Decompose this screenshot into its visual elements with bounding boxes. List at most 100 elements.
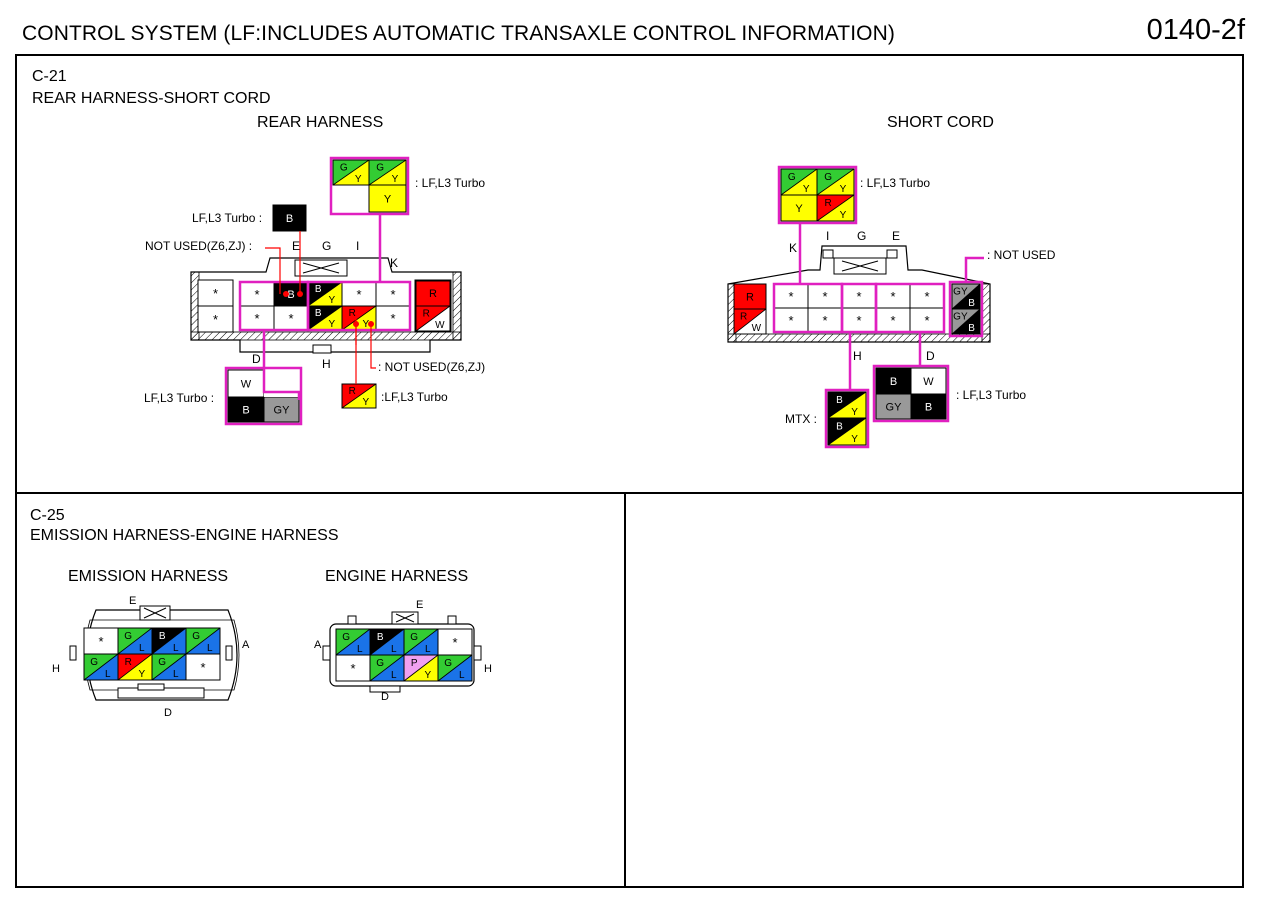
wire-cell: [272, 204, 307, 232]
short-cord-title: SHORT CORD: [887, 114, 994, 131]
wire-letter-y: Y: [392, 174, 399, 185]
wire-letter-l: L: [459, 670, 465, 681]
short-gy-callout-label: : LF,L3 Turbo: [860, 176, 930, 190]
engine-letter-e: E: [416, 599, 423, 611]
short-d-callout-label: : LF,L3 Turbo: [956, 388, 1026, 402]
wire-cell-divider: [307, 281, 343, 307]
unused-marker: *: [288, 311, 293, 326]
wire-letter-y: Y: [362, 319, 369, 330]
page-title: CONTROL SYSTEM (LF:INCLUDES AUTOMATIC TR…: [22, 22, 895, 45]
rear-letter-d: D: [252, 352, 261, 366]
short-cavity-group-d: [874, 282, 946, 334]
wire-cell: [733, 308, 767, 335]
unused-cell: [335, 654, 371, 682]
wire-letter-r: R: [824, 198, 831, 209]
unused-marker: *: [856, 313, 861, 328]
wire-letter-l: L: [173, 643, 179, 654]
wire-cell-divider: [780, 168, 818, 196]
unused-marker: *: [254, 311, 259, 326]
wire-letter-b: B: [968, 298, 975, 309]
wire-letter-g: G: [376, 163, 384, 174]
emission-letter-d: D: [164, 707, 172, 719]
rear-letter-g: G: [322, 239, 331, 253]
unused-cell: [375, 281, 411, 307]
unused-marker: *: [213, 312, 218, 327]
wire-letter-l: L: [105, 669, 111, 680]
terminal-dot: [368, 321, 374, 327]
unused-cell: [841, 283, 877, 309]
unused-cell: [83, 627, 119, 655]
wire-letter-y: Y: [138, 669, 145, 680]
wire-letter-g: G: [90, 657, 98, 668]
emission-letter-a: A: [242, 639, 250, 651]
wire-cell: [227, 396, 265, 423]
wire-cells: ***BBY****BYRY*RYRWRGYGYYBRYWBGYRRW*****…: [83, 156, 984, 682]
wire-cell-divider: [816, 168, 855, 196]
wire-letter-l: L: [139, 643, 145, 654]
wire-letter-r: R: [740, 312, 747, 323]
wire-letter-y: Y: [795, 203, 803, 215]
rear-not-used-left-label: NOT USED(Z6,ZJ) :: [145, 239, 252, 253]
wire-cell-divider: [117, 653, 153, 681]
wire-cell-divider: [332, 159, 370, 186]
wire-letter-g: G: [376, 658, 384, 669]
c21-name: REAR HARNESS-SHORT CORD: [32, 90, 271, 107]
wire-cell-divider: [369, 654, 405, 682]
c21-code: C-21: [32, 68, 67, 85]
rear-ry-callout-label: :LF,L3 Turbo: [381, 390, 448, 404]
wire-letter-g: G: [340, 163, 348, 174]
unused-marker: *: [890, 289, 895, 304]
wire-cell-divider: [83, 653, 119, 681]
wire-letter-l: L: [391, 644, 397, 655]
unused-marker: *: [350, 661, 355, 676]
wire-letter-b: B: [836, 421, 843, 432]
wire-letter-w: W: [752, 323, 762, 334]
wire-cell: [415, 280, 451, 307]
rear-d-callout-label: LF,L3 Turbo :: [144, 391, 214, 405]
wire-letter-l: L: [425, 644, 431, 655]
wire-letter-b: B: [315, 308, 322, 319]
rear-letter-k: K: [390, 256, 398, 270]
wire-cell-divider: [816, 194, 855, 222]
wire-cell-divider: [369, 628, 405, 656]
engine-letter-h: H: [484, 663, 492, 675]
wire-letter-y: Y: [355, 174, 362, 185]
terminal-dot: [297, 291, 303, 297]
short-mtx-label: MTX :: [785, 412, 817, 426]
wire-letter-y: Y: [424, 670, 431, 681]
emission-harness-title: EMISSION HARNESS: [68, 568, 229, 585]
wire-letter-b: B: [836, 395, 843, 406]
unused-marker: *: [98, 634, 103, 649]
wire-letter-l: L: [357, 644, 363, 655]
wire-cell-divider: [341, 305, 377, 331]
unused-marker: *: [452, 635, 457, 650]
rear-letter-e: E: [292, 239, 300, 253]
short-letter-g: G: [857, 229, 866, 243]
wire-cell: [437, 654, 473, 682]
wire-cell-divider: [403, 654, 439, 682]
unused-marker: *: [856, 289, 861, 304]
wire-letter-r: R: [429, 288, 437, 300]
leader-line: [370, 324, 376, 369]
wire-letter-w: W: [923, 376, 934, 388]
wire-letter-b: B: [890, 376, 897, 388]
wire-cell-divider: [403, 628, 439, 656]
wire-cell-divider: [951, 308, 981, 335]
wire-letter-g: G: [444, 658, 452, 669]
wire-letter-b: B: [925, 402, 932, 414]
short-letter-i: I: [826, 229, 829, 243]
short-letter-h: H: [853, 349, 862, 363]
unused-marker: *: [890, 313, 895, 328]
unused-marker: *: [924, 289, 929, 304]
wire-cell-divider: [437, 654, 473, 682]
wire-cell: [910, 393, 947, 420]
emission-letter-e: E: [129, 595, 136, 607]
short-d-callout: [872, 364, 950, 423]
unused-marker: *: [254, 287, 259, 302]
rear-letter-i: I: [356, 239, 359, 253]
wire-letter-gy: GY: [886, 402, 903, 414]
wire-letter-g: G: [342, 632, 350, 643]
wire-cell-divider: [827, 391, 867, 419]
wire-letter-y: Y: [384, 194, 392, 206]
